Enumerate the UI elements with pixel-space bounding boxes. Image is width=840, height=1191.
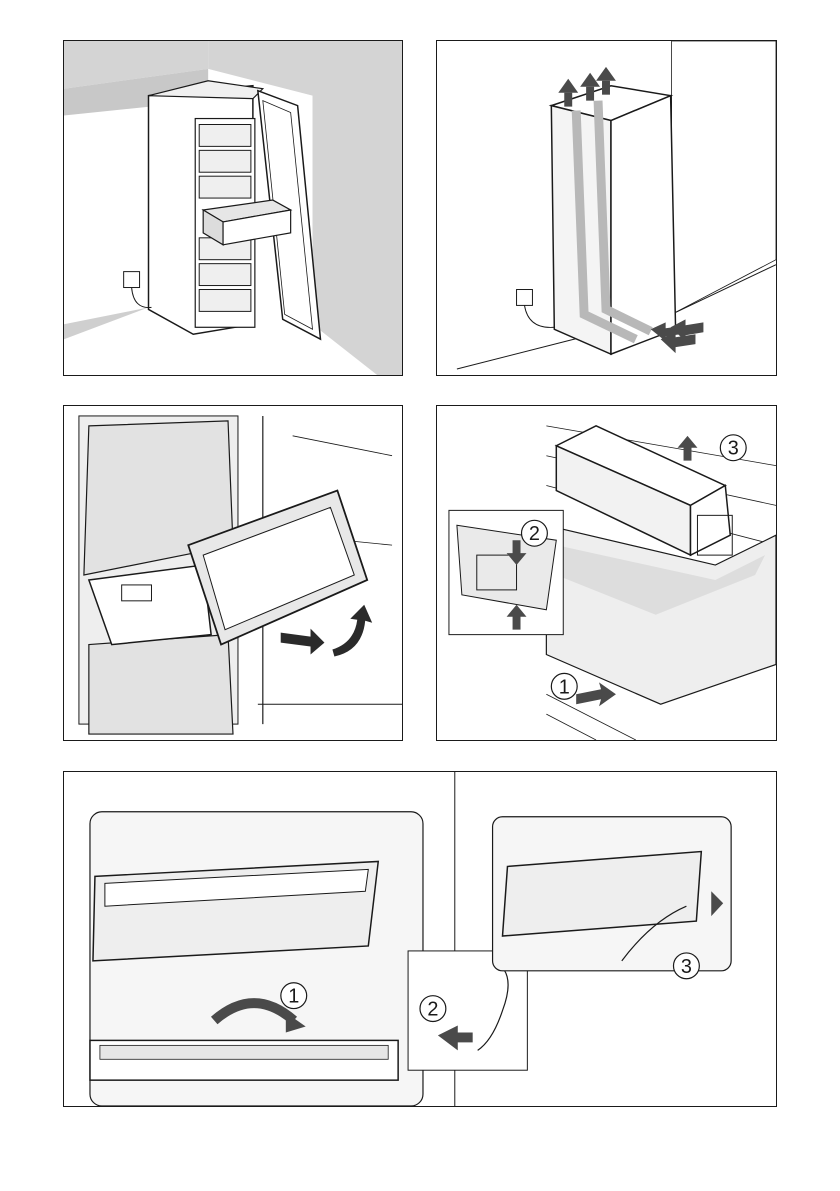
svg-text:2: 2 xyxy=(427,999,438,1021)
svg-text:2: 2 xyxy=(529,523,540,545)
svg-text:3: 3 xyxy=(681,956,692,978)
fridge-installation-illustration xyxy=(64,41,402,375)
figure-ice-tray-removal: 1 2 3 xyxy=(436,405,777,741)
svg-text:3: 3 xyxy=(728,438,739,460)
callout-shelf-2: 2 xyxy=(420,996,446,1022)
callout-2: 2 xyxy=(522,520,548,546)
figure-drawer-removal xyxy=(63,405,403,741)
callout-shelf-3: 3 xyxy=(673,953,699,979)
callout-1: 1 xyxy=(551,673,577,699)
drawer-removal-illustration xyxy=(64,406,402,740)
figure-air-circulation xyxy=(436,40,777,376)
ice-tray-removal-illustration: 1 2 3 xyxy=(437,406,776,740)
svg-text:1: 1 xyxy=(288,986,299,1008)
callout-3: 3 xyxy=(720,435,746,461)
figure-shelf-flap-removal: 1 2 3 xyxy=(63,771,777,1107)
callout-shelf-1: 1 xyxy=(281,983,307,1009)
svg-text:1: 1 xyxy=(559,676,570,698)
figure-fridge-installation xyxy=(63,40,403,376)
air-circulation-illustration xyxy=(437,41,776,375)
shelf-flap-removal-illustration: 1 2 3 xyxy=(64,772,776,1106)
